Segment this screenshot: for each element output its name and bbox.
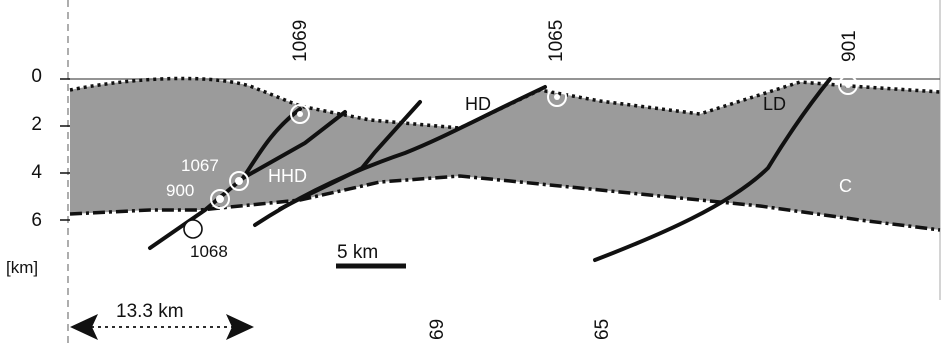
- scale-bar-label: 5 km: [337, 242, 378, 263]
- fault-line-hd: [253, 85, 547, 227]
- well-label-1068: 1068: [190, 242, 228, 261]
- zone-label-hhd: HHD: [268, 166, 307, 186]
- bottom-label-69: 69: [427, 319, 448, 340]
- distance-arrow-left: [70, 314, 98, 340]
- well-marker-900: [210, 189, 230, 209]
- bottom-boundary-line: [69, 174, 941, 232]
- distance-marker: 13.3 km: [70, 301, 254, 340]
- shaded-zone: [70, 78, 940, 230]
- zone-label-c: C: [839, 176, 852, 196]
- well-marker-1068: [183, 219, 203, 239]
- well-marker-1065: [547, 87, 567, 107]
- depth-label-4: 4: [31, 162, 42, 183]
- well-label-1067: 1067: [181, 156, 219, 175]
- scale-bar: 5 km: [336, 242, 406, 269]
- depth-label-2: 2: [31, 114, 42, 135]
- distance-arrow-right: [226, 314, 254, 340]
- fault-line-ld: [593, 77, 832, 262]
- well-label-900: 900: [166, 181, 194, 200]
- top-label-1069: 1069: [290, 20, 311, 62]
- depth-label-0: 0: [31, 66, 42, 87]
- well-marker-901: [838, 75, 858, 95]
- top-label-1065: 1065: [546, 20, 567, 62]
- bottom-label-65: 65: [592, 319, 613, 340]
- depth-label-6: 6: [31, 210, 42, 231]
- zone-label-hd: HD: [465, 94, 491, 114]
- well-marker-1067: [229, 171, 249, 191]
- top-label-901: 901: [839, 30, 860, 62]
- depth-ticks: [60, 78, 70, 221]
- fault-line-1069a: [241, 110, 347, 180]
- depth-unit-label: [km]: [6, 258, 38, 277]
- fault-lines: [148, 77, 832, 262]
- distance-marker-label: 13.3 km: [116, 301, 184, 322]
- zone-label-ld: LD: [763, 94, 786, 114]
- well-marker-1069: [290, 104, 310, 124]
